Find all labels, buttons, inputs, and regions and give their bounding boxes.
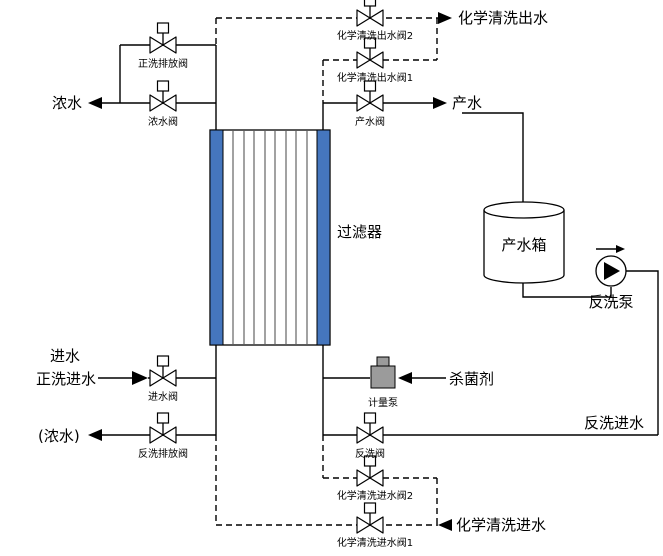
valve-chem-clean-out-1[interactable]: [356, 37, 384, 69]
metering-pump[interactable]: [370, 356, 396, 389]
valve-forward-wash-drain[interactable]: [149, 22, 177, 54]
filter-membrane-stripes: [232, 131, 308, 344]
pump-direction-arrow-icon: [616, 245, 625, 253]
filter-body: [209, 129, 331, 346]
label-valve-forward-wash-drain: 正洗排放阀: [138, 57, 188, 70]
label-valve-product: 产水阀: [355, 115, 385, 128]
filter-vessel: [209, 129, 331, 346]
label-backwash-in: 反洗进水: [584, 414, 644, 432]
label-valve-backwash-drain: 反洗排放阀: [138, 447, 188, 460]
label-valve-chem-clean-in-2: 化学清洗进水阀2: [337, 489, 413, 502]
label-concentrate: 浓水: [52, 94, 82, 112]
label-chem-clean-out: 化学清洗出水: [458, 9, 548, 27]
backwash-pump[interactable]: [595, 245, 627, 287]
arrow-inlet-in: [132, 371, 148, 385]
arrow-product-out: [433, 97, 447, 109]
pipe-chem-clean-inlet: [215, 435, 438, 526]
label-chem-clean-in: 化学清洗进水: [456, 516, 546, 534]
label-forward-wash-in: 正洗进水: [36, 370, 96, 388]
label-valve-backwash: 反洗阀: [355, 447, 385, 460]
metering-pump-body: [370, 365, 396, 389]
pipe-chem-clean-outlet: [215, 17, 438, 103]
label-concentrate-alt: (浓水): [38, 427, 80, 445]
arrow-backwash-drain-out: [88, 429, 102, 441]
pipe-product-to-tank: [462, 112, 524, 202]
label-inlet: 进水: [50, 347, 80, 365]
valve-chem-clean-in-2[interactable]: [356, 455, 384, 487]
label-valve-chem-clean-in-1: 化学清洗进水阀1: [337, 536, 413, 549]
label-valve-chem-clean-out-1: 化学清洗出水阀1: [337, 71, 413, 84]
label-valve-concentrate: 浓水阀: [148, 115, 178, 128]
label-valve-chem-clean-out-2: 化学清洗出水阀2: [337, 29, 413, 42]
label-valve-inlet: 进水阀: [148, 390, 178, 403]
valve-backwash[interactable]: [356, 412, 384, 444]
pipe-disinfectant-dosing: [322, 345, 446, 435]
arrow-chem-clean-out: [438, 12, 452, 24]
valve-backwash-drain[interactable]: [149, 412, 177, 444]
valve-chem-clean-in-1[interactable]: [356, 502, 384, 534]
tank-top: [483, 201, 565, 219]
arrow-concentrate-out: [88, 97, 102, 109]
arrow-disinfectant-in: [398, 372, 412, 384]
valve-inlet[interactable]: [149, 355, 177, 387]
pipe-inlet-and-backwash-drain: [98, 345, 217, 436]
label-filter: 过滤器: [337, 223, 382, 241]
arrow-chem-clean-in: [438, 519, 452, 531]
label-product-tank: 产水箱: [501, 236, 546, 254]
label-backwash-pump: 反洗泵: [588, 293, 633, 311]
label-disinfectant: 杀菌剂: [449, 370, 494, 388]
label-product: 产水: [452, 94, 482, 112]
valve-product[interactable]: [356, 80, 384, 112]
filter-left-port-bar: [209, 129, 224, 346]
pump-impeller-icon: [604, 262, 620, 280]
pipe-tank-to-pump: [522, 283, 612, 298]
tank-body: [483, 210, 565, 284]
pipe-pump-discharge: [626, 270, 659, 435]
label-metering-pump: 计量泵: [368, 396, 398, 409]
valve-chem-clean-out-2[interactable]: [356, 0, 384, 27]
filter-right-port-bar: [316, 129, 331, 346]
valve-concentrate[interactable]: [149, 80, 177, 112]
product-water-tank: [483, 201, 565, 284]
